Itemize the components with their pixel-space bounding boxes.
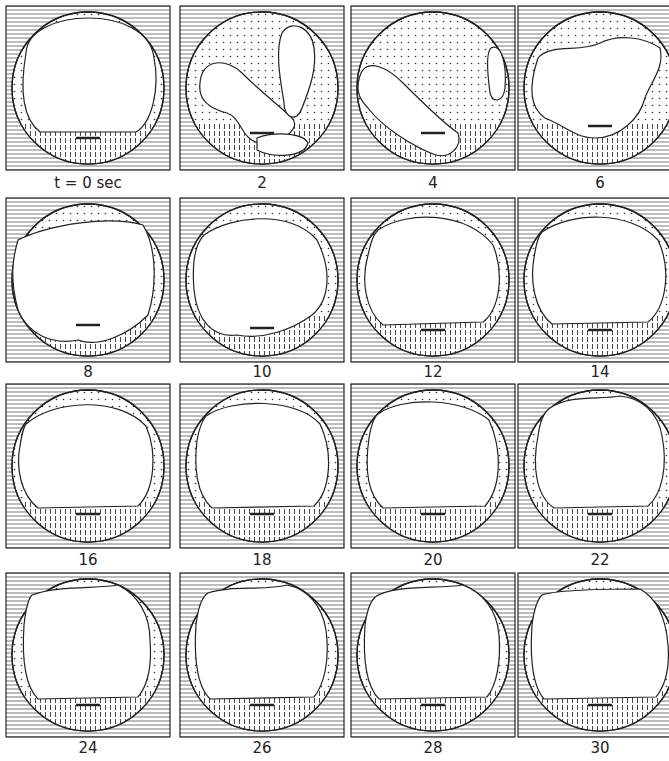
flow-panel xyxy=(351,384,515,548)
flow-panel xyxy=(518,6,669,170)
flow-panel xyxy=(6,384,170,548)
flow-panel xyxy=(6,198,170,362)
time-label: 26 xyxy=(252,739,271,757)
flow-panel xyxy=(351,198,515,362)
time-label: 28 xyxy=(423,739,442,757)
flow-panel xyxy=(351,6,515,170)
flow-panel xyxy=(518,198,669,362)
flow-panel xyxy=(180,573,344,737)
flow-panel xyxy=(6,6,170,170)
time-label: t = 0 sec xyxy=(54,174,122,192)
time-label: 20 xyxy=(423,551,442,569)
flow-panel xyxy=(180,198,344,362)
time-label: 24 xyxy=(78,739,97,757)
flow-panel xyxy=(180,384,344,548)
time-label: 10 xyxy=(252,363,271,381)
time-label: 6 xyxy=(595,174,605,192)
time-label: 16 xyxy=(78,551,97,569)
time-label: 14 xyxy=(590,363,609,381)
time-label: 4 xyxy=(428,174,438,192)
time-label: 12 xyxy=(423,363,442,381)
flow-panel xyxy=(518,573,669,737)
time-label: 22 xyxy=(590,551,609,569)
flow-panel xyxy=(351,573,515,737)
flow-panel xyxy=(180,6,344,170)
time-label: 18 xyxy=(252,551,271,569)
time-label: 2 xyxy=(257,174,267,192)
flow-panel xyxy=(6,573,170,737)
time-label: 8 xyxy=(83,363,93,381)
flow-panel xyxy=(518,384,669,548)
time-label: 30 xyxy=(590,739,609,757)
